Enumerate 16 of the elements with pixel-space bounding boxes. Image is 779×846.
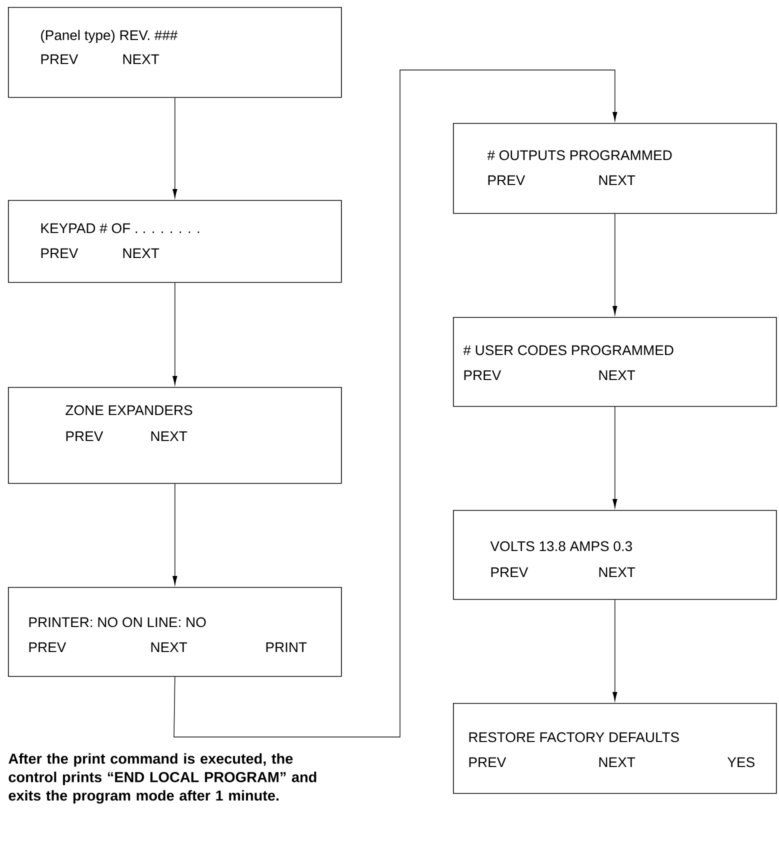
arrow bbox=[172, 483, 178, 586]
arrow bbox=[612, 599, 618, 702]
display-box: # USER CODES PROGRAMMED PREV NEXT bbox=[453, 317, 777, 407]
display-box: ZONE EXPANDERS PREV NEXT bbox=[8, 387, 342, 484]
arrow bbox=[612, 213, 618, 316]
arrow bbox=[172, 97, 178, 198]
display-box: (Panel type) REV. ### PREV NEXT bbox=[8, 7, 342, 98]
display-box: VOLTS 13.8 AMPS 0.3 PREV NEXT bbox=[453, 510, 777, 600]
display-box: PRINTER: NO ON LINE: NO PREV NEXT PRINT bbox=[8, 587, 342, 677]
arrow bbox=[174, 70, 618, 738]
display-box: # OUTPUTS PROGRAMMED PREV NEXT bbox=[453, 123, 777, 214]
display-box: RESTORE FACTORY DEFAULTS PREV NEXT YES bbox=[453, 703, 777, 794]
note-text: After the print command is executed, the control prints “END LOCAL PROGRAM” and exits the program mode after 1 minute. bbox=[8, 753, 316, 804]
arrow bbox=[612, 406, 618, 508]
arrow bbox=[172, 282, 178, 386]
display-box: KEYPAD # OF . . . . . . . . PREV NEXT bbox=[8, 200, 342, 283]
